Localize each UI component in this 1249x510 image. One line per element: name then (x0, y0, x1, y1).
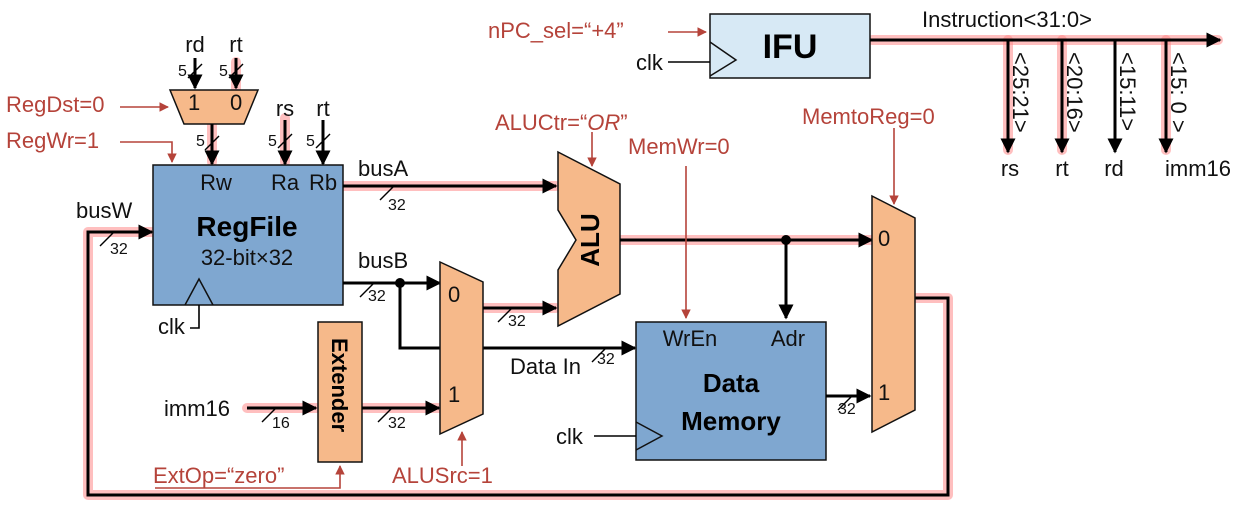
alusrc-mux-shape (439, 260, 484, 436)
alu-title: ALU (575, 213, 605, 266)
clock-triangle-icon (635, 421, 664, 451)
busa-label: busA (358, 156, 408, 181)
regfile-port-ra: Ra (271, 170, 300, 195)
alusrc-mux-in1: 1 (448, 382, 460, 407)
ifu-title: IFU (763, 28, 818, 66)
alu-shape (557, 150, 621, 328)
clock-triangle-icon (709, 41, 738, 77)
memtoreg-mux: 0 1 MemtoReg=0 (802, 104, 935, 434)
field-bits-imm16: <15: 0 > (1166, 52, 1191, 133)
extop-signal: ExtOp=“zero” (153, 463, 284, 488)
regfile-clk-label: clk (158, 314, 186, 339)
alusrc-mux-in0: 0 (448, 282, 460, 307)
extender-imm-label: imm16 (164, 396, 230, 421)
extender: Extender imm16 16 32 ExtOp=“zero” (153, 321, 441, 489)
busb-label: busB (358, 248, 408, 273)
ifu-box (709, 13, 871, 79)
dmem-datain-label: Data In (510, 354, 581, 379)
regfile-subtitle: 32-bit×32 (201, 245, 293, 270)
busw-label: busW (76, 198, 132, 223)
field-name-rs: rs (1001, 156, 1019, 181)
field-bits-rt: <20:16> (1062, 52, 1087, 133)
dmem-port-wren: WrEn (663, 326, 718, 351)
alusrc-signal: ALUSrc=1 (392, 463, 493, 488)
memtoreg-signal: MemtoReg=0 (802, 104, 935, 129)
regdst-mux-in1: 1 (188, 90, 200, 115)
busw: busW 32 (76, 198, 950, 497)
busa-width: 32 (388, 197, 406, 214)
regdst-out-width: 5 (196, 133, 205, 150)
regfile-rs-width: 5 (268, 133, 277, 150)
extender-box (317, 321, 363, 463)
busw-width: 32 (110, 241, 128, 258)
memtoreg-mux-in0: 0 (878, 226, 890, 251)
dmem-port-adr: Adr (771, 326, 805, 351)
data-memory: Data Memory WrEn Adr Data In 32 clk MemW… (510, 134, 872, 461)
alusrc-out-width: 32 (508, 313, 526, 330)
busb-width: 32 (368, 288, 386, 305)
field-name-rd: rd (1104, 156, 1124, 181)
dmem-clk-label: clk (556, 424, 584, 449)
dmem-out-width: 32 (838, 401, 856, 418)
regdst-mux-shape (168, 89, 260, 125)
regwr-signal: RegWr=1 (6, 128, 99, 153)
ifu: IFU clk nPC_sel=“+4” (488, 13, 871, 79)
regfile-port-rw: Rw (200, 170, 232, 195)
extender-out-width: 32 (388, 415, 406, 432)
regfile-in-rt-label: rt (316, 96, 329, 121)
regdst-mux-in0: 0 (230, 90, 242, 115)
regfile-in-rs-label: rs (276, 96, 294, 121)
dmem-datain-width: 32 (597, 351, 615, 368)
regdst-rd-width: 5 (178, 63, 187, 80)
extender-title: Extender (327, 338, 352, 433)
field-bits-rd: <15:11> (1115, 52, 1140, 131)
field-bits-rs: <25:21> (1008, 52, 1033, 133)
instruction-label: Instruction<31:0> (922, 7, 1092, 32)
npc-sel-signal: nPC_sel=“+4” (488, 18, 624, 43)
data-memory-title-2: Memory (681, 406, 781, 436)
memtoreg-mux-in1: 1 (878, 380, 890, 405)
data-memory-title-1: Data (703, 368, 760, 398)
data-memory-box (635, 321, 827, 461)
memwr-signal: MemWr=0 (628, 134, 730, 159)
field-name-imm16: imm16 (1165, 156, 1231, 181)
regdst-rt-width: 5 (219, 63, 228, 80)
extender-in-width: 16 (272, 415, 290, 432)
ifu-clk-label: clk (636, 50, 664, 75)
alu: ALU ALUCtr=“OR” (495, 110, 874, 328)
alusrc-mux: 0 1 32 ALUSrc=1 (392, 260, 558, 488)
clock-triangle-icon (184, 277, 214, 306)
instruction-bus: Instruction<31:0> <25:21> <20:16> <15:11… (870, 7, 1231, 181)
regdst-signal: RegDst=0 (6, 92, 104, 117)
busb: busB 32 (343, 248, 637, 356)
memtoreg-mux-shape (871, 194, 916, 434)
regfile-box (152, 164, 344, 306)
aluctr-signal: ALUCtr=“OR” (495, 110, 628, 135)
regdst-in-rt-label: rt (229, 32, 242, 57)
regfile: RegFile 32-bit×32 Rw Ra Rb rs rt 5 5 clk… (6, 96, 344, 339)
regfile-port-rb: Rb (309, 170, 337, 195)
regfile-title: RegFile (196, 211, 297, 242)
regdst-mux: 1 0 rd rt 5 5 5 RegDst=0 (6, 32, 260, 166)
regfile-rt-width: 5 (306, 133, 315, 150)
field-name-rt: rt (1055, 156, 1068, 181)
busa: busA 32 (343, 156, 558, 214)
regdst-in-rd-label: rd (185, 32, 205, 57)
